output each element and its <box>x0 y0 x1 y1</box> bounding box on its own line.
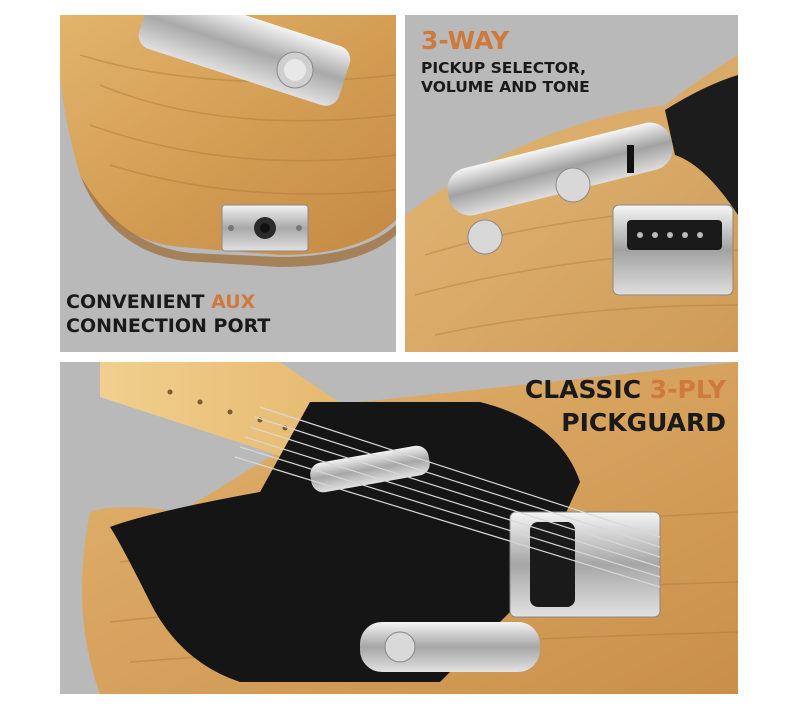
aux-caption-accent: AUX <box>211 291 256 313</box>
aux-caption-line1: CONVENIENT <box>66 291 212 313</box>
aux-port-photo <box>60 15 396 267</box>
aux-caption-line2: CONNECTION PORT <box>66 314 271 337</box>
pickguard-photo <box>82 362 738 694</box>
pickguard-panel: CLASSIC 3-PLY PICKGUARD <box>60 362 738 694</box>
control-plate-photo <box>405 55 738 352</box>
pickguard-caption: CLASSIC 3-PLY PICKGUARD <box>525 374 726 439</box>
selector-heading: 3-WAY <box>421 26 510 55</box>
aux-caption: CONVENIENT AUX CONNECTION PORT <box>66 291 270 339</box>
pickguard-caption-accent: 3-PLY <box>649 375 726 404</box>
selector-caption-line2: VOLUME AND TONE <box>421 78 590 97</box>
selector-caption-line1: PICKUP SELECTOR, <box>421 59 587 77</box>
selector-caption: PICKUP SELECTOR, VOLUME AND TONE <box>421 59 590 98</box>
aux-port-panel: CONVENIENT AUX CONNECTION PORT <box>60 15 396 352</box>
selector-panel: 3-WAY PICKUP SELECTOR, VOLUME AND TONE <box>405 15 738 352</box>
pickguard-caption-line2: PICKGUARD <box>561 407 726 437</box>
pickguard-caption-line1: CLASSIC <box>524 375 650 404</box>
